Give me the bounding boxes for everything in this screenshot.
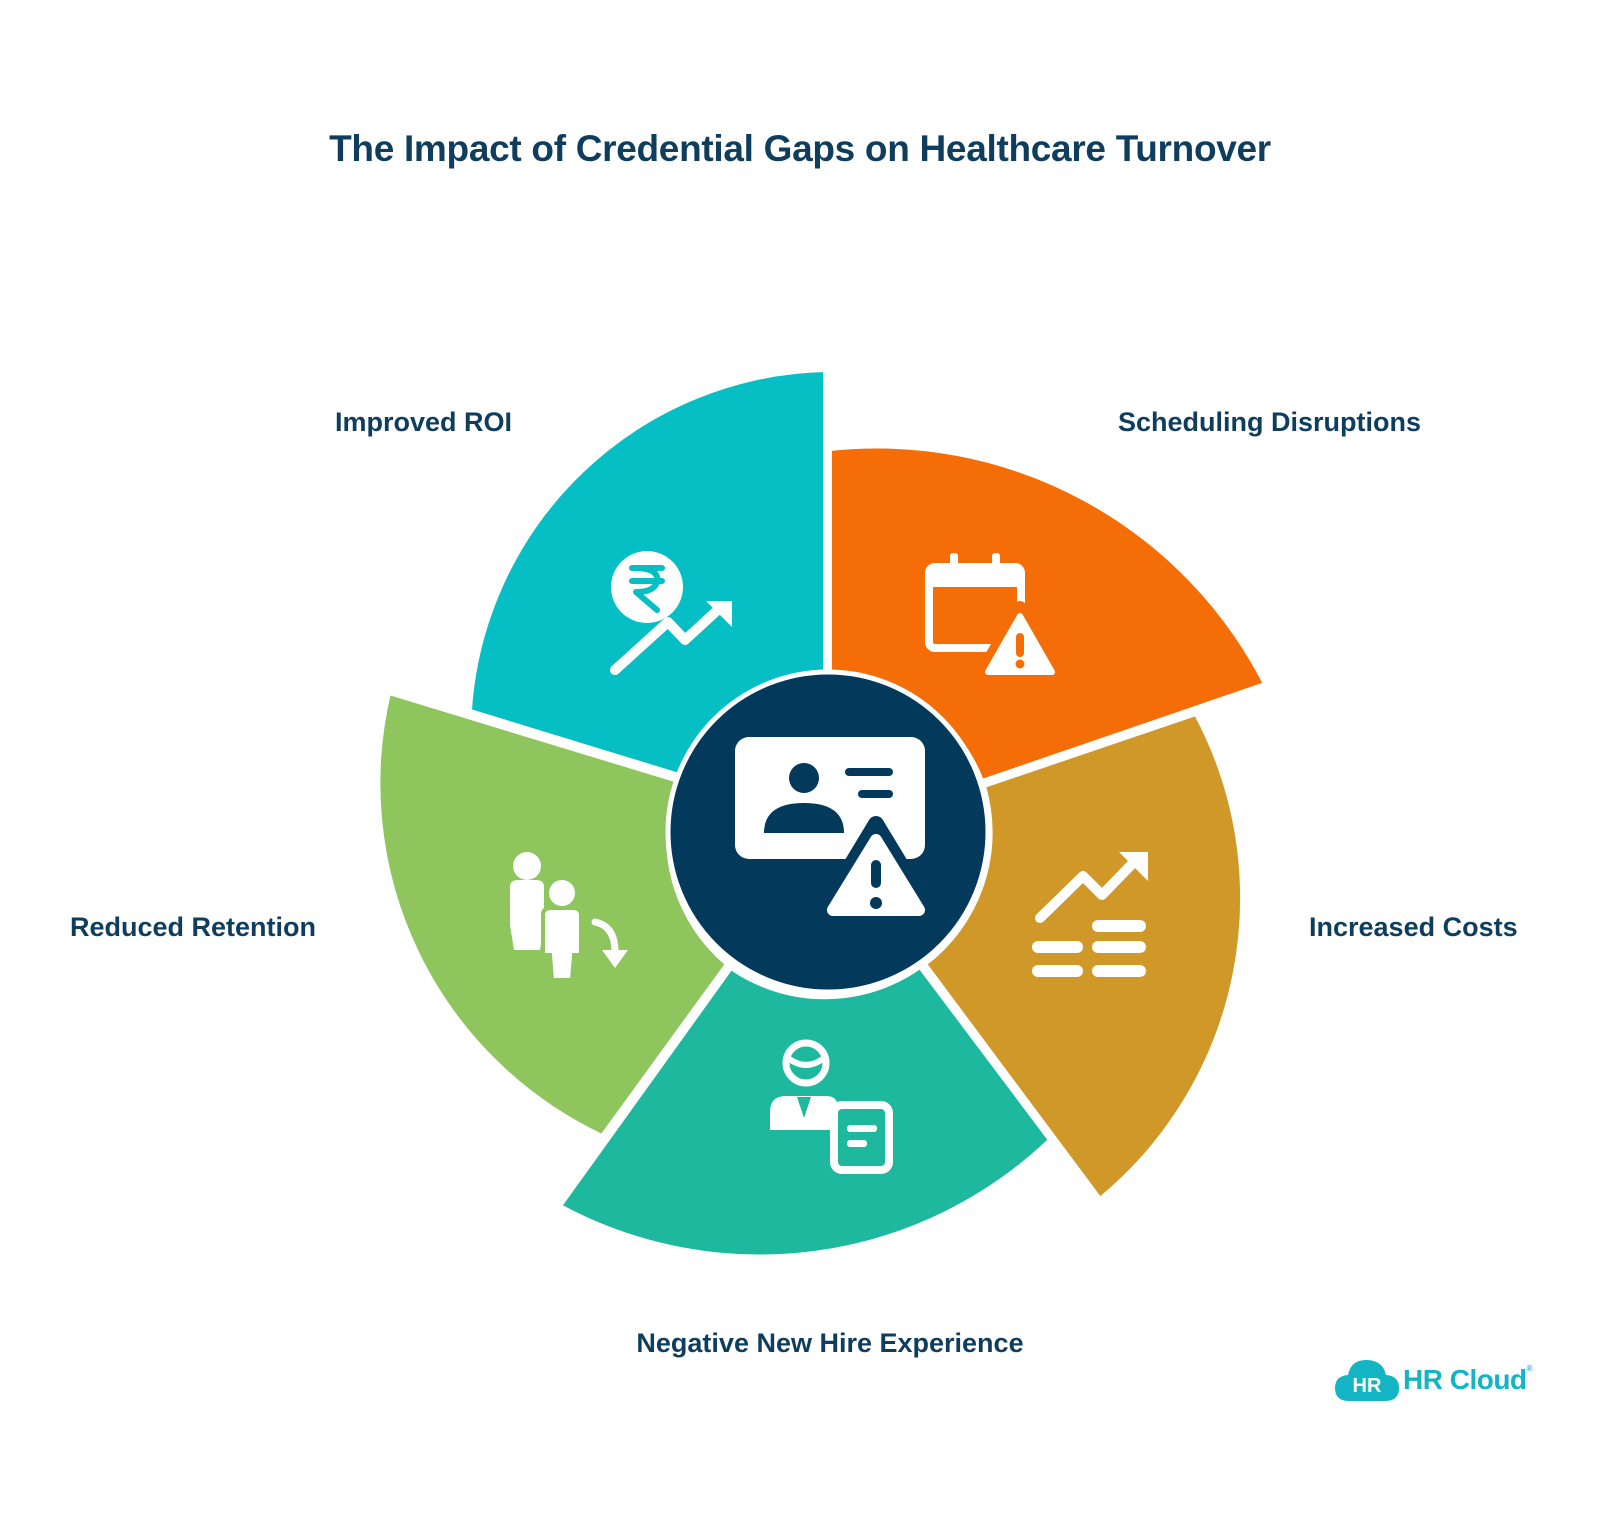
logo-name: HR Cloud <box>1403 1364 1527 1395</box>
people-leaving-icon <box>510 852 628 982</box>
logo-badge-text: HR <box>1353 1375 1382 1397</box>
label-increased-costs: Increased Costs <box>1309 912 1518 942</box>
id-card-warning-icon <box>735 737 939 923</box>
rising-costs-icon <box>1032 852 1148 977</box>
segment-increased-costs <box>922 711 1245 1202</box>
calendar-warning-icon <box>925 553 1067 684</box>
cloud-icon: HR <box>1335 1359 1399 1401</box>
label-reduced-retention: Reduced Retention <box>70 912 317 942</box>
label-scheduling-disruptions: Scheduling Disruptions <box>1118 407 1422 437</box>
hr-cloud-logo: HR HR Cloud® <box>1335 1357 1535 1405</box>
logo-registered-mark: ® <box>1526 1364 1533 1373</box>
label-improved-roi: Improved ROI <box>335 407 513 437</box>
label-negative-new-hire-experience: Negative New Hire Experience <box>636 1328 1024 1358</box>
rupee-growth-icon <box>610 551 732 675</box>
new-hire-document-icon <box>770 1039 893 1174</box>
page-title: The Impact of Credential Gaps on Healthc… <box>329 128 1271 169</box>
